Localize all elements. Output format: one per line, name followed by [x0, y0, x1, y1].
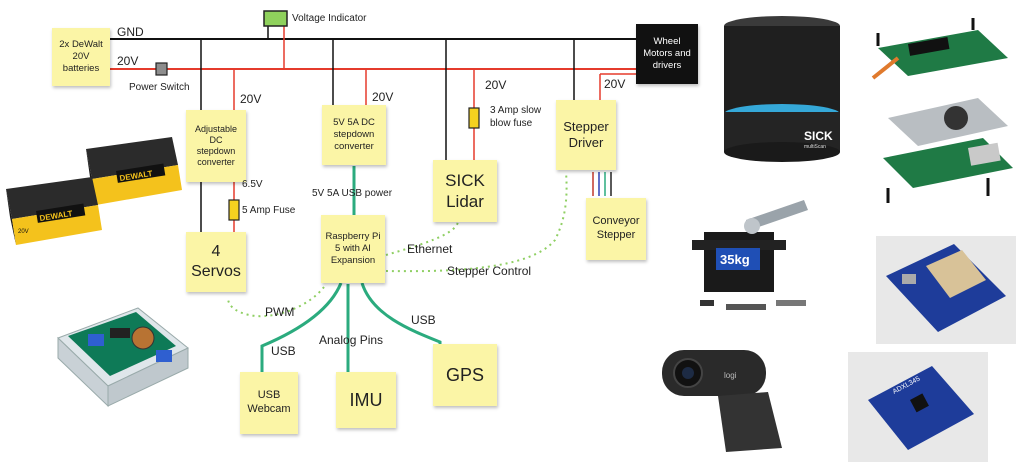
v20-dc-label: 20V: [240, 92, 262, 106]
ethernet-label: Ethernet: [407, 242, 453, 256]
stepdown-5v-label: 5V 5A DC stepdown converter: [333, 117, 375, 152]
raspberry-pi-note: Raspberry Pi 5 with AI Expansion: [321, 215, 385, 283]
wheel-motors-note: Wheel Motors and drivers: [636, 24, 698, 84]
v20-main-label: 20V: [117, 54, 139, 68]
fuse-3a-label: 3 Amp slow blow fuse: [490, 105, 542, 129]
gps-board-drawing: [886, 244, 1006, 332]
raspberry-pi-photo: [871, 18, 1013, 203]
fuse-icon: [228, 199, 240, 221]
gps-wire: [360, 282, 442, 352]
adjustable-dc-label: Adjustable DC stepdown converter: [194, 123, 238, 168]
usb-webcam-note: USB Webcam: [240, 372, 298, 434]
sick-lidar-note: SICK Lidar: [433, 160, 497, 222]
v20-fuse-label: 20V: [485, 78, 507, 92]
power-switch-label: Power Switch: [129, 82, 190, 93]
stepper-control-label: Stepper Control: [447, 264, 532, 278]
pwm-wire: [227, 286, 325, 318]
stepper-control-wire: [385, 171, 568, 273]
gps-breakout-photo: [876, 236, 1016, 344]
v20-5v-label: 20V: [372, 90, 394, 104]
imu-label: IMU: [349, 389, 383, 410]
conveyor-stepper-note: Conveyor Stepper: [586, 198, 646, 260]
voltage-indicator-label: Voltage Indicator: [292, 13, 367, 24]
pwm-label: PWM: [265, 305, 295, 319]
imu-note: IMU: [336, 372, 396, 428]
sick-model-text: multiScan: [804, 144, 826, 150]
servo-rating-text: 35kg: [720, 252, 750, 267]
adjustable-dc-note: Adjustable DC stepdown converter: [186, 110, 246, 182]
voltage-indicator-icon: [263, 10, 288, 27]
stepper-driver-note: Stepper Driver: [556, 100, 616, 170]
battery-voltage-text: 20V: [18, 229, 29, 235]
imu-breakout-photo: ADXL345: [848, 352, 988, 462]
servo-photo: 35kg: [692, 200, 808, 310]
raspberry-pi-label: Raspberry Pi 5 with AI Expansion: [325, 231, 381, 266]
batteries-note: 2x DeWalt 20V batteries: [52, 28, 110, 86]
stepper-driver-label: Stepper Driver: [563, 118, 609, 150]
usb-webcam-wire: [260, 282, 343, 372]
sick-lidar-label: SICK Lidar: [445, 170, 485, 211]
batteries-label: 2x DeWalt 20V batteries: [59, 39, 103, 74]
usb-power-label: 5V 5A USB power: [312, 188, 393, 199]
v20-stepper-label: 20V: [604, 77, 626, 91]
analog-label: Analog Pins: [319, 333, 384, 347]
servos-label: 4 Servos: [191, 243, 241, 280]
usb-webcam-label: USB Webcam: [247, 389, 291, 415]
sick-brand-text: SICK: [804, 129, 833, 143]
servos-note: 4 Servos: [186, 232, 246, 292]
webcam-brand-text: logi: [724, 371, 737, 380]
conveyor-stepper-label: Conveyor Stepper: [592, 215, 640, 241]
fuse-5a-label: 5 Amp Fuse: [242, 205, 296, 216]
power-switch-icon: [155, 62, 168, 76]
gps-label: GPS: [445, 364, 484, 385]
dewalt-battery-photo: DEWALT DEWALT 20V: [6, 137, 182, 245]
v6-5-label: 6.5V: [242, 179, 263, 190]
webcam-photo: logi: [662, 350, 782, 452]
usb-left-label: USB: [271, 344, 296, 358]
buck-converter-photo: [57, 307, 189, 408]
usb-right-label: USB: [411, 313, 436, 327]
gnd-label: GND: [117, 25, 144, 39]
stepdown-5v-note: 5V 5A DC stepdown converter: [322, 105, 386, 165]
gps-note: GPS: [433, 344, 497, 406]
wheel-motors-label: Wheel Motors and drivers: [643, 36, 691, 71]
fuse-icon: [468, 107, 480, 129]
stepper-wire-icon: [592, 172, 612, 196]
sick-lidar-photo: SICK multiScan: [724, 16, 840, 162]
imu-board-drawing: ADXL345: [868, 366, 974, 450]
